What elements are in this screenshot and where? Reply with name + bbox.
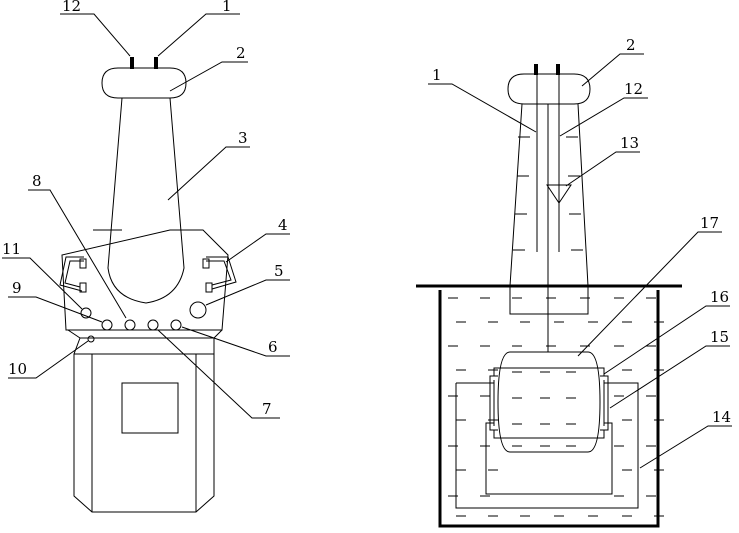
label-9: 9 [12, 279, 22, 297]
oil-dashes [448, 297, 664, 517]
knob-10 [87, 335, 95, 343]
leader-4 [225, 233, 290, 263]
knob-5 [189, 301, 207, 319]
label-5: 5 [274, 262, 284, 280]
insulator-bushing [107, 97, 185, 304]
control-panel [61, 229, 229, 331]
label-r12: 12 [624, 80, 643, 98]
bushing-inner-lines [536, 74, 560, 252]
left-transformer: 12 1 2 3 4 5 6 7 8 9 10 11 [2, 0, 290, 513]
right-handle [206, 256, 237, 290]
label-2: 2 [236, 44, 246, 62]
label-11: 11 [2, 240, 21, 258]
left-handle-clip-a [79, 258, 87, 269]
oil-tank [438, 290, 660, 528]
knob-9 [101, 319, 113, 331]
top-cap [101, 67, 187, 99]
leader-5 [205, 279, 290, 306]
leader-r17 [577, 231, 722, 357]
terminal-12 [130, 57, 134, 69]
label-r14: 14 [712, 408, 731, 426]
leader-r16 [603, 305, 730, 375]
label-4: 4 [278, 216, 288, 234]
leader-10 [8, 340, 89, 379]
core-frame [455, 382, 639, 509]
label-3: 3 [238, 129, 248, 147]
knob-8 [124, 319, 136, 331]
left-handle-clip-b [79, 282, 87, 293]
label-8: 8 [32, 172, 42, 190]
leader-11 [2, 257, 83, 310]
leader-9 [8, 296, 103, 323]
label-10: 10 [8, 360, 27, 378]
label-12: 12 [62, 0, 81, 15]
bushing-level-marks [513, 136, 583, 251]
leader-r14 [639, 425, 732, 469]
right-terminal-a [534, 64, 538, 75]
label-r16: 16 [710, 288, 729, 306]
winding-end-left [489, 375, 498, 431]
flange [509, 286, 589, 315]
leader-7 [157, 329, 280, 419]
label-7: 7 [262, 400, 272, 418]
leader-r1 [428, 83, 537, 133]
leader-6 [181, 326, 290, 357]
level-indicator [546, 184, 572, 204]
label-r13: 13 [620, 134, 639, 152]
core-frame-inner [485, 422, 613, 495]
label-1: 1 [222, 0, 232, 15]
winding-end-right [600, 375, 609, 431]
winding-cylinder [497, 351, 601, 453]
leader-3 [167, 146, 250, 201]
leader-1 [157, 13, 240, 57]
leader-r13 [565, 151, 640, 187]
leader-r15 [609, 345, 730, 409]
leader-12 [60, 13, 131, 57]
right-handle-clip-a [202, 258, 210, 269]
right-top-cap [507, 73, 591, 105]
base-body [67, 329, 223, 513]
winding-core-top [493, 367, 605, 376]
terminal-1 [154, 57, 158, 69]
leader-r2 [581, 53, 644, 87]
label-r1: 1 [432, 66, 442, 84]
right-terminal-b [556, 64, 560, 75]
knob-7 [147, 319, 159, 331]
nameplate [121, 382, 179, 434]
label-r15: 15 [710, 328, 729, 346]
knob-6 [170, 319, 182, 331]
base-inner-lines [74, 353, 214, 512]
leader-r12 [559, 97, 648, 137]
right-transformer: 1 2 12 13 17 16 15 14 [416, 36, 732, 528]
right-handle-clip-b [205, 282, 213, 293]
label-r17: 17 [700, 214, 719, 232]
winding-core-bottom [493, 430, 605, 439]
leader-8 [28, 189, 127, 319]
leader-2 [169, 61, 248, 92]
knob-11 [80, 307, 92, 319]
right-bushing [509, 103, 589, 287]
label-6: 6 [268, 338, 278, 356]
label-r2: 2 [626, 36, 636, 54]
left-handle [59, 256, 84, 292]
